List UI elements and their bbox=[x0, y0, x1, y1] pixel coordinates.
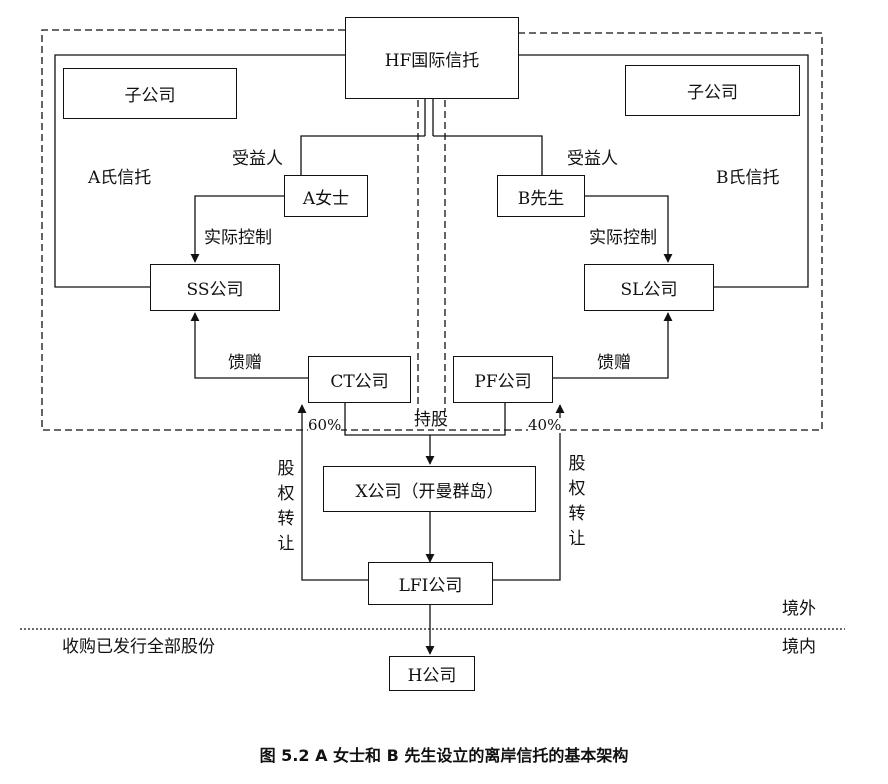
hf-trust-box: HF国际信托 bbox=[345, 17, 519, 99]
gift-left-label: 馈赠 bbox=[228, 353, 262, 373]
a-trust-label: A氏信托 bbox=[88, 168, 152, 188]
transfer-left-label: 股权转让 bbox=[277, 459, 295, 554]
gift-arrow-left bbox=[190, 312, 308, 379]
b-trust-label: B氏信托 bbox=[716, 168, 780, 188]
transfer-arrow-left bbox=[297, 404, 368, 581]
offshore-label: 境外 bbox=[782, 599, 816, 619]
h-company-box: H公司 bbox=[389, 656, 475, 691]
a-trust-line bbox=[54, 54, 345, 288]
control-arrow-right bbox=[585, 195, 673, 263]
gift-arrow-right bbox=[553, 312, 673, 379]
hold-label: 持股 bbox=[414, 410, 448, 430]
beneficiary-left-label: 受益人 bbox=[232, 149, 283, 169]
pct-right-label: 40% bbox=[528, 416, 562, 434]
hold-line bbox=[344, 403, 506, 436]
transfer-arrow-right bbox=[493, 404, 565, 581]
sl-company-box: SL公司 bbox=[584, 264, 714, 311]
gift-right-label: 馈赠 bbox=[597, 353, 631, 373]
beneficiary-line-right bbox=[433, 135, 543, 175]
subsidiary-right-box: 子公司 bbox=[625, 65, 800, 116]
b-trust-line bbox=[518, 54, 809, 288]
subsidiary-left-box: 子公司 bbox=[63, 68, 237, 119]
pct-left-label: 60% bbox=[308, 416, 342, 434]
onshore-label: 境内 bbox=[782, 637, 816, 657]
transfer-right-label: 股权转让 bbox=[568, 454, 586, 549]
pf-company-box: PF公司 bbox=[453, 356, 553, 403]
lfi-company-box: LFI公司 bbox=[368, 562, 493, 605]
x-company-box: X公司（开曼群岛） bbox=[323, 466, 536, 512]
beneficiary-right-label: 受益人 bbox=[567, 149, 618, 169]
control-arrow-left bbox=[190, 195, 284, 263]
ss-company-box: SS公司 bbox=[150, 264, 280, 311]
control-left-label: 实际控制 bbox=[204, 228, 272, 248]
b-trust-boundary bbox=[433, 32, 823, 431]
control-right-label: 实际控制 bbox=[589, 228, 657, 248]
a-lady-box: A女士 bbox=[284, 175, 368, 217]
figure-caption: 图 5.2 A 女士和 B 先生设立的离岸信托的基本架构 bbox=[259, 746, 629, 765]
acquire-label: 收购已发行全部股份 bbox=[62, 637, 215, 657]
ct-company-box: CT公司 bbox=[308, 356, 411, 403]
beneficiary-line-left bbox=[300, 135, 425, 175]
b-mr-box: B先生 bbox=[497, 175, 585, 217]
